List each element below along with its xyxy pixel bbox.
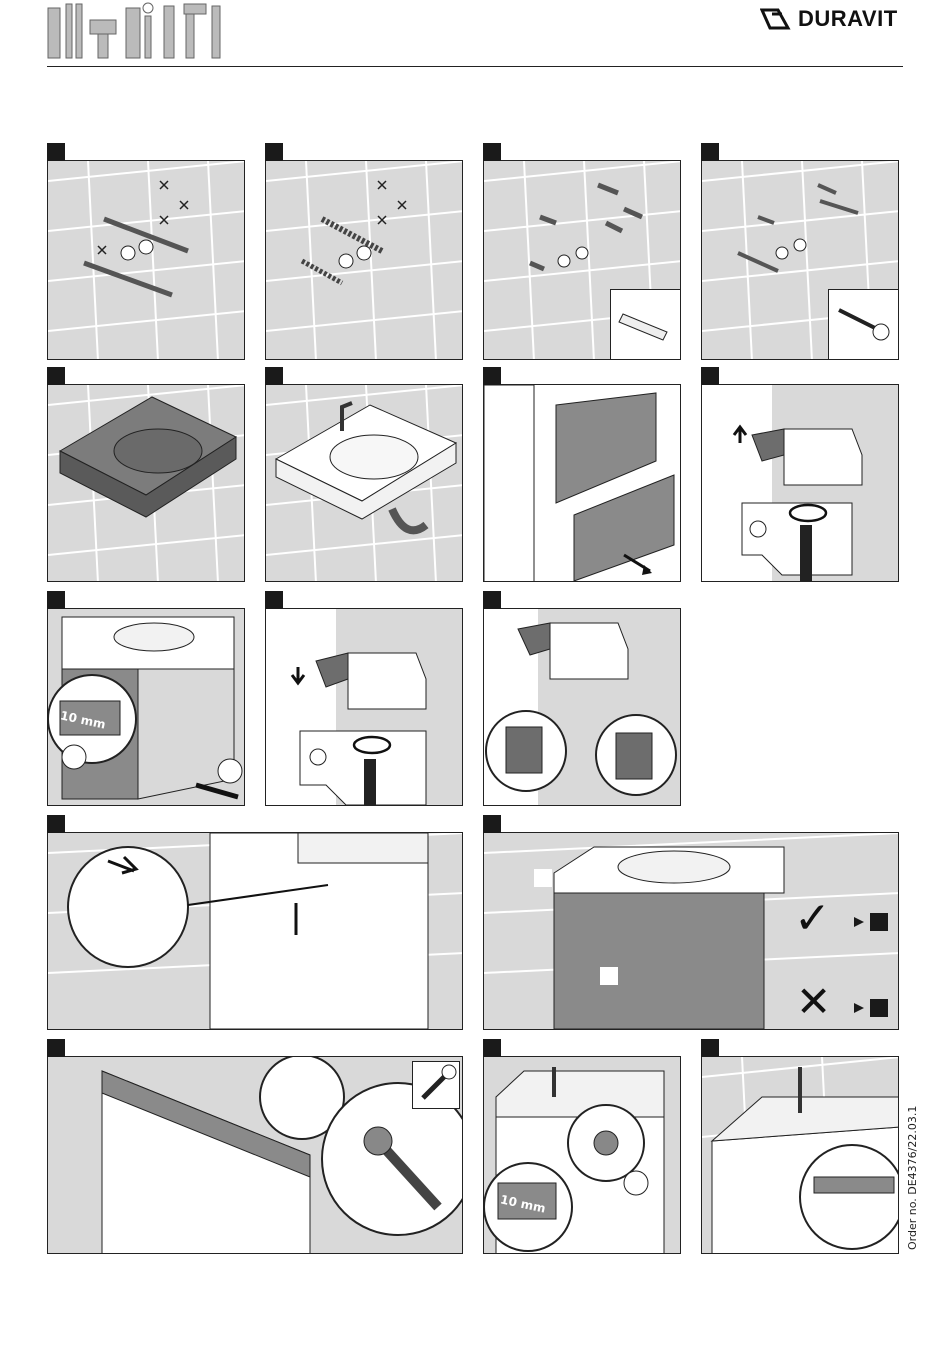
step-16-panel — [701, 1056, 899, 1254]
step-12-panel — [47, 832, 463, 1030]
step-3-marker — [483, 143, 501, 161]
step-10-panel — [265, 608, 463, 806]
step-3-panel — [483, 160, 681, 360]
basin-icon — [48, 385, 245, 582]
drawer-removal-icon — [484, 385, 681, 582]
cabinet-adjust-icon — [48, 833, 463, 1030]
drilling-icon — [266, 161, 463, 360]
step-2-marker — [265, 143, 283, 161]
step-9-marker — [47, 591, 65, 609]
bracket-adjust-icon — [702, 385, 899, 582]
step-5-marker — [47, 367, 65, 385]
step-16-marker — [701, 1039, 719, 1057]
spacer-final-icon — [484, 1057, 681, 1254]
alignment-check-icon — [484, 833, 899, 1030]
step-7-panel — [483, 384, 681, 582]
step-6-panel — [265, 384, 463, 582]
brand-name: DURAVIT — [798, 6, 898, 32]
step-4-marker — [701, 143, 719, 161]
wall-marking-icon — [48, 161, 245, 360]
step-7-marker — [483, 367, 501, 385]
step-9-panel: 10 mm — [47, 608, 245, 806]
step-1-panel — [47, 160, 245, 360]
step-2-panel — [265, 160, 463, 360]
spanner-icon — [212, 6, 220, 58]
wall-plug-detail — [610, 289, 681, 360]
wrench-icon — [164, 6, 174, 58]
step-13-panel: ✓ ✕ — [483, 832, 899, 1030]
step-8-marker — [701, 367, 719, 385]
step-15-panel: 10 mm — [483, 1056, 681, 1254]
step-1-marker — [47, 143, 65, 161]
block-adjust-icon — [484, 609, 681, 806]
clamp-icon — [184, 4, 206, 14]
not-ok-mark: ✕ — [796, 977, 831, 1026]
step-12-marker — [47, 815, 65, 833]
screw-detail — [828, 289, 899, 360]
step-11-marker — [483, 591, 501, 609]
step-4-panel — [701, 160, 899, 360]
step-6-marker — [265, 367, 283, 385]
wrench-tighten-icon — [48, 1057, 463, 1254]
step-13-marker — [483, 815, 501, 833]
step-15-marker — [483, 1039, 501, 1057]
spacer-zoom — [48, 665, 168, 785]
step-14-panel — [47, 1056, 463, 1254]
bracket-lower-icon — [266, 609, 463, 806]
step-14-marker — [47, 1039, 65, 1057]
spanner-detail — [412, 1061, 460, 1109]
level-icon — [48, 8, 60, 58]
drill-icon — [126, 8, 140, 58]
header-divider — [47, 66, 903, 67]
tools-strip — [46, 0, 226, 60]
step-11-panel — [483, 608, 681, 806]
order-number: Order no. DE4376/22.03.1 — [906, 1106, 919, 1250]
step-5-panel — [47, 384, 245, 582]
basin-installed-icon — [266, 385, 463, 582]
screwdriver-icon — [143, 3, 153, 13]
hammer-icon — [90, 20, 116, 34]
ok-mark: ✓ — [794, 893, 831, 944]
step-8-panel — [701, 384, 899, 582]
sealant-icon — [702, 1057, 899, 1254]
step-10-marker — [265, 591, 283, 609]
